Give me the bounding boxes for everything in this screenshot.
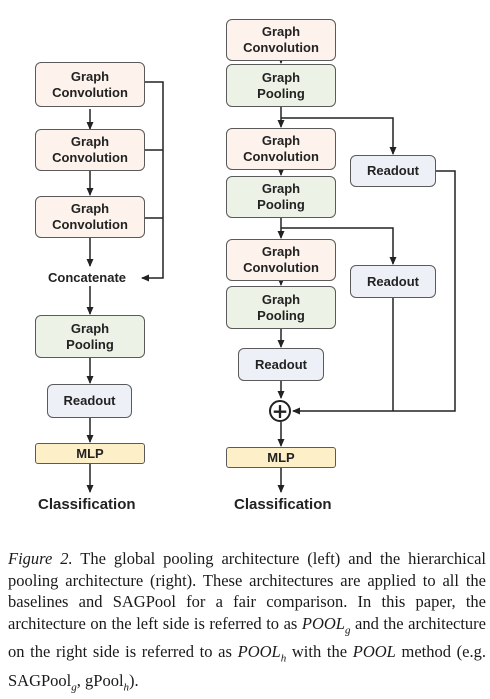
left-concatenate-label: Concatenate: [48, 270, 127, 285]
readout1-to-sum: [292, 170, 456, 415]
left-readout: Readout: [47, 384, 132, 418]
right-graph-pooling-3: Graph Pooling: [226, 286, 336, 329]
caption-text-1: The global pooling architecture (left) a…: [8, 549, 486, 633]
caption-text-3: with the: [286, 642, 353, 662]
left-mlp: MLP: [35, 443, 145, 464]
connector-arrows: [86, 56, 456, 493]
caption-label: Figure 2.: [8, 549, 73, 568]
right-graph-convolution-3: Graph Convolution: [226, 239, 336, 281]
right-graph-pooling-2: Graph Pooling: [226, 176, 336, 218]
caption-pool-h: POOL: [237, 642, 281, 662]
right-readout-main: Readout: [238, 348, 324, 381]
right-readout-branch-2: Readout: [350, 265, 436, 298]
left-graph-pooling: Graph Pooling: [35, 315, 145, 358]
right-graph-convolution-1: Graph Convolution: [226, 19, 336, 61]
right-graph-convolution-2: Graph Convolution: [226, 128, 336, 170]
caption-pool-method: POOL: [352, 642, 396, 662]
caption-text-5: , gPool: [76, 671, 124, 691]
branch-to-readout1: [281, 117, 397, 155]
right-readout-branch-1: Readout: [350, 155, 436, 187]
caption-text-6: ).: [129, 671, 139, 691]
left-graph-convolution-3: Graph Convolution: [35, 196, 145, 238]
caption-pool-g-sub: g: [344, 623, 351, 636]
right-mlp: MLP: [226, 447, 336, 468]
skip-left-outer: [141, 81, 164, 282]
right-graph-pooling-1: Graph Pooling: [226, 64, 336, 107]
caption-pool-h-sub: h: [280, 652, 287, 665]
figure-caption: Figure 2. The global pooling architectur…: [8, 548, 486, 699]
caption-text-2: and the architecture on the right side i…: [8, 613, 486, 662]
architecture-diagram: Graph Convolution Graph Convolution Grap…: [35, 19, 456, 513]
branch-to-readout2: [281, 227, 397, 265]
right-classification-label: Classification: [234, 496, 332, 513]
left-graph-convolution-2: Graph Convolution: [35, 129, 145, 171]
sum-node: +: [269, 400, 291, 422]
left-graph-convolution-1: Graph Convolution: [35, 62, 145, 107]
caption-text-4: method (e.g. SAGPool: [8, 642, 486, 691]
left-classification-label: Classification: [38, 496, 136, 513]
caption-pool-g: POOL: [301, 613, 345, 633]
